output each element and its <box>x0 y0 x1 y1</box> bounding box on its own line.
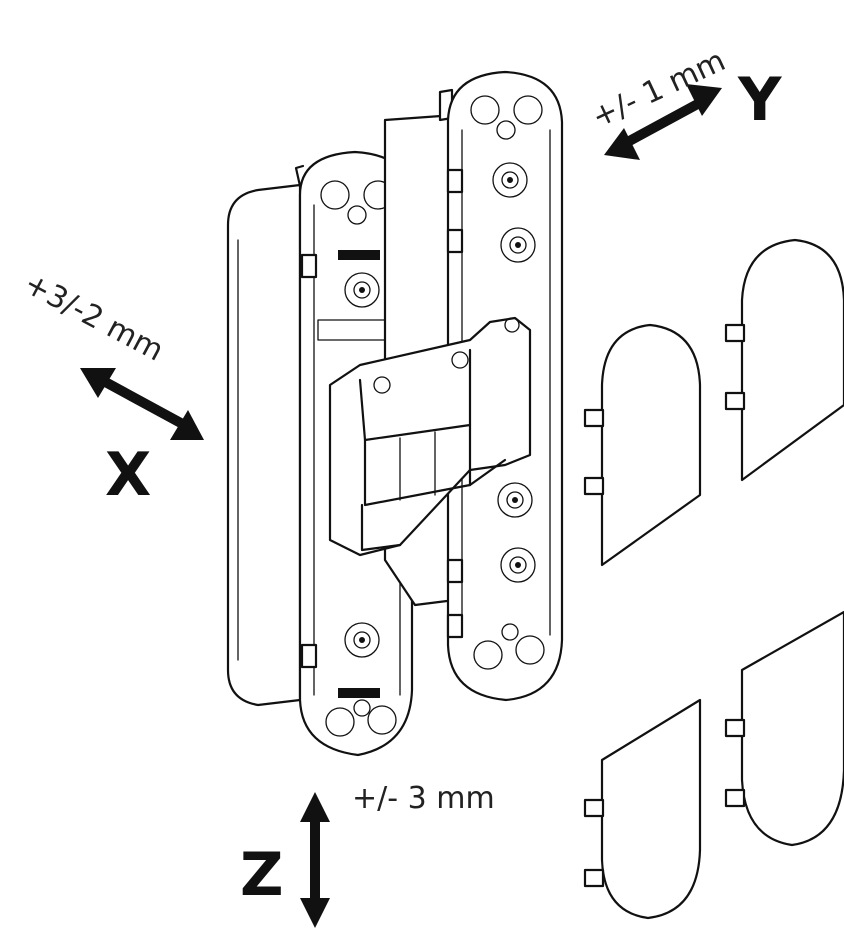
cover-cap-2 <box>724 238 844 482</box>
y-axis-letter: Y <box>737 65 783 135</box>
cover-cap-3 <box>583 698 702 920</box>
cover-cap-4 <box>724 610 844 847</box>
z-double-arrow-icon <box>300 792 330 928</box>
z-axis-letter: Z <box>240 840 284 910</box>
x-double-arrow-icon <box>80 368 204 440</box>
cover-cap-1 <box>583 323 702 567</box>
hinge-knuckle <box>328 316 532 557</box>
x-axis-letter: X <box>105 440 151 510</box>
y-double-arrow-icon <box>604 84 722 160</box>
x-adjustment-label: +3/-2 mm <box>18 266 169 368</box>
z-adjustment-label: +/- 3 mm <box>352 781 495 816</box>
